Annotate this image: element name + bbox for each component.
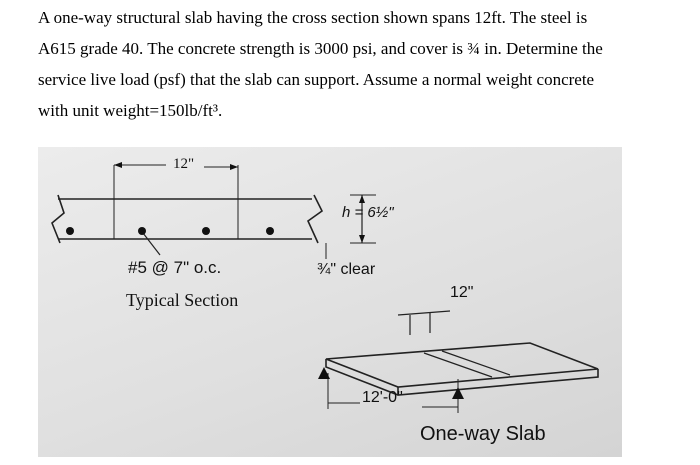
- rebar-dot: [66, 227, 74, 235]
- problem-line-2: A615 grade 40. The concrete strength is …: [38, 39, 603, 58]
- cover-label: ¾" clear: [317, 261, 376, 278]
- problem-line-3: service live load (psf) that the slab ca…: [38, 70, 595, 89]
- arrowhead: [359, 195, 365, 203]
- slab-title: One-way Slab: [420, 423, 546, 445]
- span-label: 12'-0": [362, 389, 403, 406]
- rebar-dot: [138, 227, 146, 235]
- rebar-dot: [202, 227, 210, 235]
- section-left-break: [51, 194, 65, 244]
- problem-line-4: with unit weight=150lb/ft³.: [38, 101, 223, 120]
- arrowhead: [230, 164, 238, 170]
- arrowhead: [114, 162, 122, 168]
- slab-drawing: [51, 162, 599, 413]
- strip-width-label: 12": [450, 284, 474, 301]
- support-left: [318, 367, 330, 379]
- arrowhead: [359, 235, 365, 243]
- rebar-spacing-label: #5 @ 7" o.c.: [128, 258, 222, 277]
- thickness-label: h = 6½": [342, 204, 394, 221]
- slab-strip-line-a: [423, 352, 493, 378]
- strip-dim-line: [397, 310, 451, 316]
- support-right: [452, 387, 464, 399]
- section-right-break: [306, 194, 324, 244]
- slab-strip-line-b: [441, 350, 511, 376]
- rebar-dot: [266, 227, 274, 235]
- bar-leader: [142, 232, 161, 256]
- slab-figure-photo: 12" #5 @ 7" o.c. Typical Section h = 6½"…: [38, 147, 622, 457]
- problem-statement: A one-way structural slab having the cro…: [38, 2, 688, 126]
- section-width-label: 12": [173, 156, 195, 172]
- section-title: Typical Section: [126, 290, 239, 310]
- problem-line-1: A one-way structural slab having the cro…: [38, 8, 588, 27]
